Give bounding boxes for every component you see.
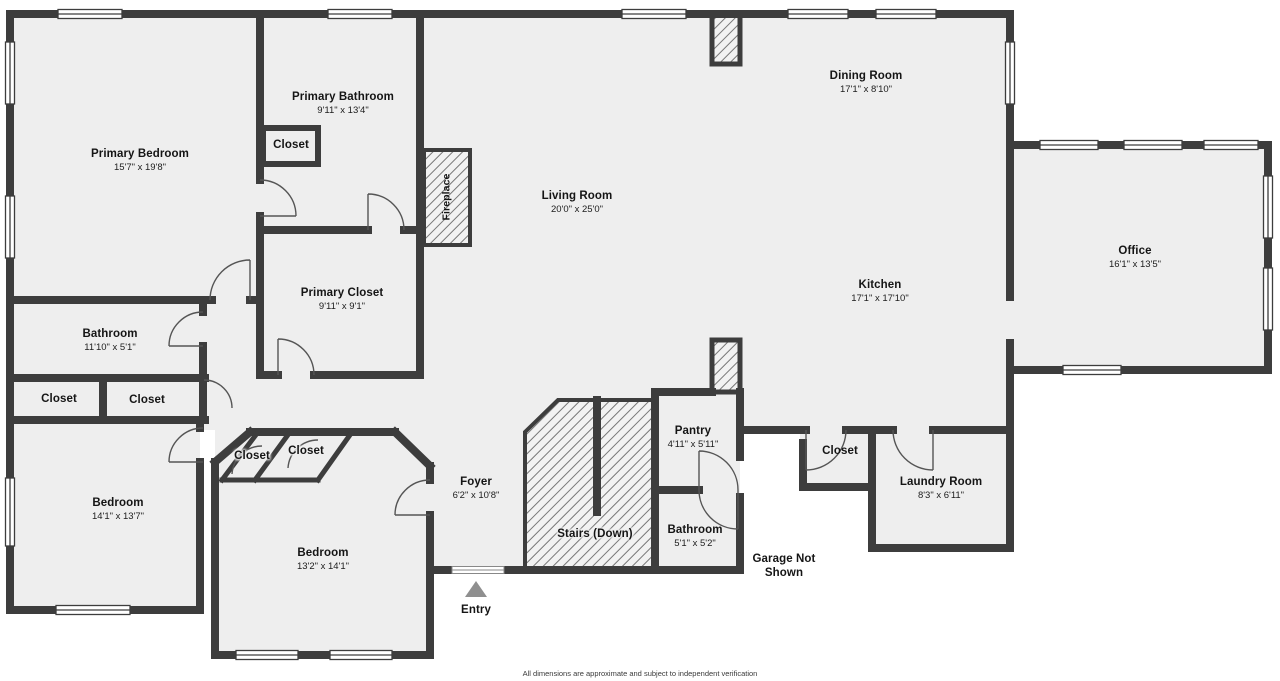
room-dims: 17'1" x 8'10" <box>839 83 893 95</box>
room-dims: 14'1" x 13'7" <box>91 510 145 522</box>
room-label-primary-closet: Primary Closet 9'11" x 9'1" <box>301 287 384 313</box>
room-dims: 9'11" x 13'4" <box>317 104 369 116</box>
chimney-block <box>709 11 743 67</box>
door-arcs <box>168 179 934 530</box>
room-name: Bathroom <box>82 328 138 341</box>
room-name: Closet <box>288 445 324 458</box>
windows <box>4 8 1274 661</box>
kitchen-duct-block <box>709 337 743 395</box>
room-name: Stairs (Down) <box>557 528 633 541</box>
room-dims: 15'7" x 19'8" <box>113 161 167 173</box>
room-name: Primary Closet <box>300 287 384 300</box>
room-label-living-room: Living Room 20'0" x 25'0" <box>542 190 613 216</box>
room-label-bedroom-left: Bedroom 14'1" x 13'7" <box>92 497 144 523</box>
entry-arrow-icon <box>465 581 487 597</box>
room-name: Laundry Room <box>899 476 983 489</box>
room-name: Bathroom <box>667 524 723 537</box>
room-name: Closet <box>41 393 77 406</box>
room-label-bathroom-small: Bathroom 5'1" x 5'2" <box>667 524 722 550</box>
closet-label-bedroom-b: Closet <box>288 445 324 459</box>
room-dims: 20'0" x 25'0" <box>550 203 604 215</box>
room-dims: 8'3" x 6'11" <box>917 489 965 501</box>
room-name: Closet <box>822 445 858 458</box>
room-name: Pantry <box>674 425 712 438</box>
room-label-primary-bedroom: Primary Bedroom 15'7" x 19'8" <box>91 148 189 174</box>
room-name: Living Room <box>541 190 613 203</box>
room-name: Bedroom <box>297 547 349 560</box>
room-name: Office <box>1118 245 1152 258</box>
closet-label-hall-a: Closet <box>41 393 77 407</box>
room-name: Garage Not Shown <box>752 553 816 579</box>
room-label-bathroom: Bathroom 11'10" x 5'1" <box>82 328 137 354</box>
room-name: Closet <box>129 394 165 407</box>
hatched-structures <box>422 11 743 572</box>
closet-label-primary-bath: Closet <box>273 139 309 153</box>
closet-label-bedroom-a: Closet <box>234 450 270 464</box>
room-label-dining-room: Dining Room 17'1" x 8'10" <box>830 70 903 96</box>
room-name: Primary Bedroom <box>90 148 190 161</box>
closet-label-laundry: Closet <box>822 445 858 459</box>
disclaimer-text: All dimensions are approximate and subje… <box>522 669 758 678</box>
room-label-bedroom-center: Bedroom 13'2" x 14'1" <box>297 547 349 573</box>
closet-label-hall-b: Closet <box>129 394 165 408</box>
stairs-hatch <box>523 398 657 572</box>
room-dims: 13'2" x 14'1" <box>296 560 350 572</box>
room-dims: 17'1" x 17'10" <box>851 292 909 304</box>
room-dims: 16'1" x 13'5" <box>1108 258 1162 270</box>
room-label-foyer: Foyer 6'2" x 10'8" <box>453 476 500 502</box>
entry-label: Entry <box>461 604 491 618</box>
room-label-pantry: Pantry 4'11" x 5'11" <box>668 425 719 451</box>
room-name: Fireplace <box>440 173 453 221</box>
room-name: Closet <box>273 139 309 152</box>
room-dims: 5'1" x 5'2" <box>674 537 716 549</box>
room-name: Closet <box>234 450 270 463</box>
room-name: Dining Room <box>829 70 903 83</box>
room-name: Entry <box>461 604 491 617</box>
room-label-primary-bathroom: Primary Bathroom 9'11" x 13'4" <box>292 91 394 117</box>
room-name: Primary Bathroom <box>292 91 394 104</box>
room-label-kitchen: Kitchen 17'1" x 17'10" <box>851 279 908 305</box>
fireplace-box <box>422 148 472 247</box>
room-dims: 11'10" x 5'1" <box>84 341 136 353</box>
stairs-label: Stairs (Down) <box>557 528 632 542</box>
room-name: Bedroom <box>92 497 144 510</box>
room-name: Foyer <box>460 476 492 489</box>
room-dims: 9'11" x 9'1" <box>318 300 366 312</box>
garage-note: Garage Not Shown <box>745 553 823 581</box>
room-dims: 4'11" x 5'11" <box>667 438 719 450</box>
room-dims: 6'2" x 10'8" <box>452 489 500 501</box>
room-name: Kitchen <box>858 279 902 292</box>
room-label-office: Office 16'1" x 13'5" <box>1109 245 1161 271</box>
fireplace-label: Fireplace <box>441 173 454 220</box>
room-label-laundry-room: Laundry Room 8'3" x 6'11" <box>900 476 982 502</box>
